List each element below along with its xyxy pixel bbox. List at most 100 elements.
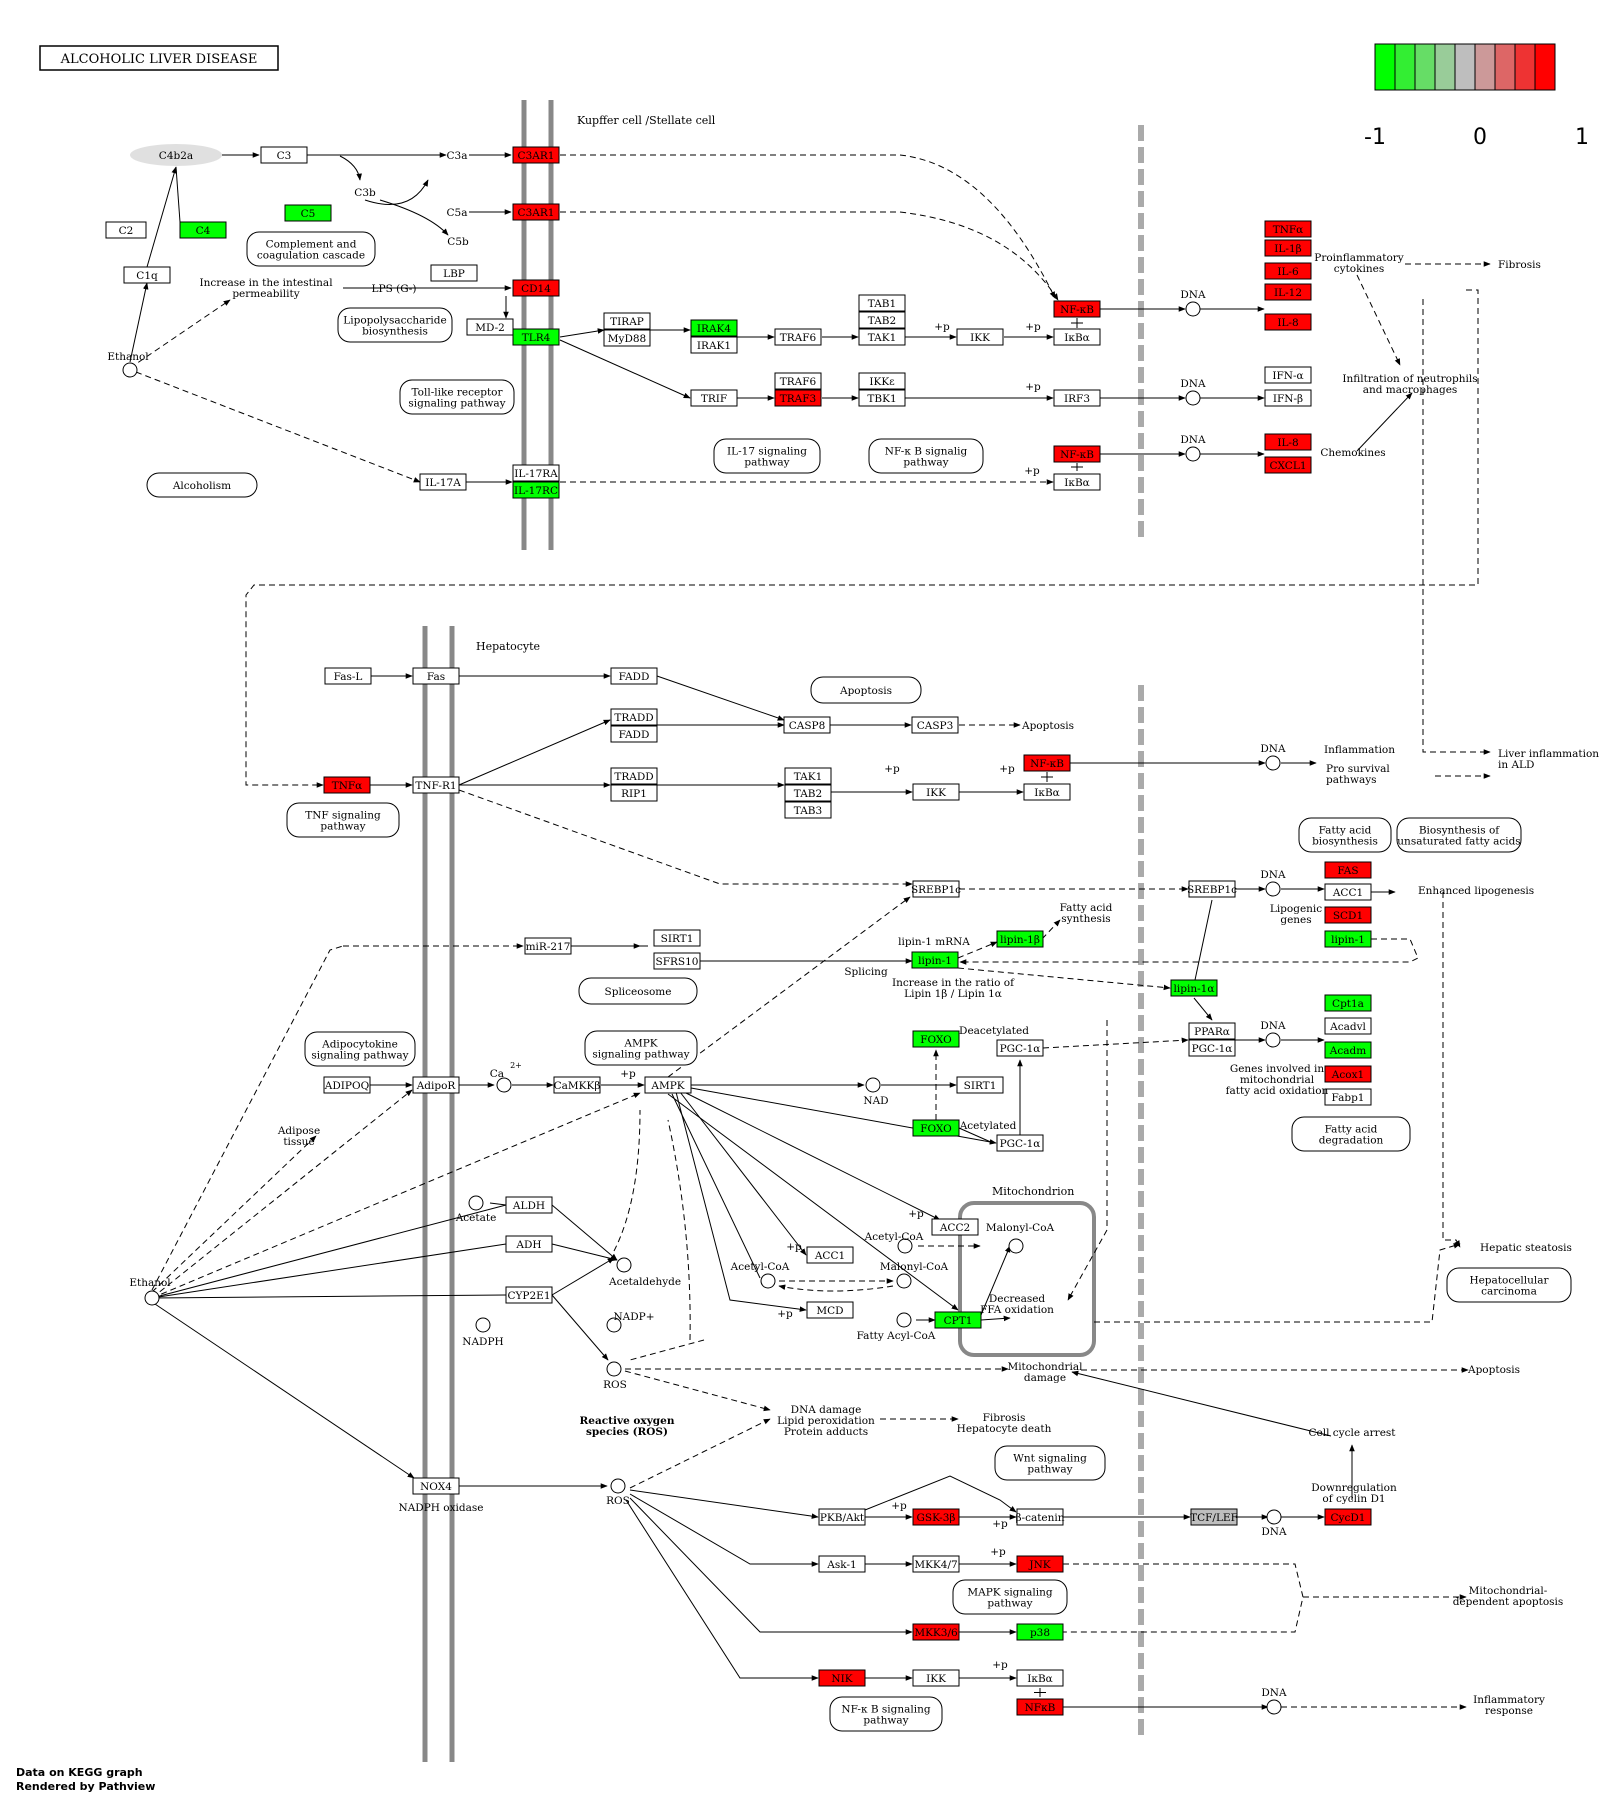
gene-node-mkk47[interactable]: MKK4/7 bbox=[912, 1555, 960, 1573]
gene-node-ampk[interactable]: AMPK bbox=[644, 1076, 692, 1094]
compound-malonylcoa1[interactable]: Malonyl-CoA bbox=[986, 1222, 1055, 1254]
compound-dna5[interactable]: DNA bbox=[1260, 869, 1286, 897]
gene-node-tradd2[interactable]: TRADD bbox=[610, 767, 658, 785]
gene-node-rip1[interactable]: RIP1 bbox=[610, 784, 658, 802]
compound-dna1[interactable]: DNA bbox=[1180, 289, 1206, 317]
gene-node-casp8[interactable]: CASP8 bbox=[783, 716, 831, 734]
gene-node-irak4[interactable]: IRAK4 bbox=[690, 319, 738, 337]
gene-node-il17rc[interactable]: IL-17RC bbox=[512, 481, 560, 499]
gene-node-mkk36[interactable]: MKK3/6 bbox=[912, 1623, 960, 1641]
gene-node-ikba1[interactable]: IκBα bbox=[1053, 328, 1101, 346]
gene-node-pkb[interactable]: PKB/Akt bbox=[818, 1508, 866, 1526]
gene-node-mcd[interactable]: MCD bbox=[806, 1301, 854, 1319]
gene-node-sfrs10[interactable]: SFRS10 bbox=[653, 952, 701, 970]
gene-node-trif[interactable]: TRIF bbox=[690, 389, 738, 407]
compound-dna7[interactable]: DNA bbox=[1261, 1509, 1287, 1538]
compound-ca[interactable]: Ca bbox=[490, 1068, 512, 1093]
compound-malonylcoa2[interactable]: Malonyl-CoA bbox=[880, 1261, 949, 1289]
gene-node-c5ar1[interactable]: C3AR1 bbox=[512, 203, 560, 221]
gene-node-il6[interactable]: IL-6 bbox=[1264, 262, 1312, 280]
pathway-link-apoptosis[interactable]: Apoptosis bbox=[810, 676, 922, 704]
gene-node-nox4[interactable]: NOX4 bbox=[412, 1477, 460, 1495]
gene-node-foxo1[interactable]: FOXO bbox=[912, 1030, 960, 1048]
gene-node-tak1a[interactable]: TAK1 bbox=[858, 328, 906, 346]
gene-node-il8a[interactable]: IL-8 bbox=[1264, 313, 1312, 331]
compound-acetaldehyde[interactable]: Acetaldehyde bbox=[608, 1257, 681, 1288]
gene-node-ikk3[interactable]: IKK bbox=[912, 1669, 960, 1687]
gene-node-acc2[interactable]: ACC2 bbox=[931, 1218, 979, 1236]
gene-node-il12[interactable]: IL-12 bbox=[1264, 283, 1312, 301]
gene-node-c3ar1[interactable]: C3AR1 bbox=[512, 146, 560, 164]
gene-node-fas[interactable]: Fas bbox=[412, 667, 460, 685]
pathway-link-spliceosome[interactable]: Spliceosome bbox=[578, 977, 698, 1005]
gene-node-fabp1[interactable]: Fabp1 bbox=[1324, 1088, 1372, 1106]
gene-node-ikke[interactable]: IKKε bbox=[858, 372, 906, 390]
gene-node-gsk3b[interactable]: GSK-3β bbox=[912, 1508, 960, 1526]
gene-node-tcf[interactable]: TCF/LEF bbox=[1190, 1508, 1238, 1526]
gene-node-irak1[interactable]: IRAK1 bbox=[690, 336, 738, 354]
compound-dna3[interactable]: DNA bbox=[1180, 434, 1206, 462]
gene-node-c5[interactable]: C5 bbox=[284, 204, 332, 222]
gene-node-adipoq[interactable]: ADIPOQ bbox=[323, 1076, 371, 1094]
gene-node-scd1[interactable]: SCD1 bbox=[1324, 906, 1372, 924]
compound-dna2[interactable]: DNA bbox=[1180, 378, 1206, 406]
gene-node-lbp[interactable]: LBP bbox=[430, 264, 478, 282]
gene-node-adipor[interactable]: AdipoR bbox=[412, 1076, 460, 1094]
compound-ethanol2[interactable]: Ethanol bbox=[129, 1277, 171, 1306]
gene-node-md2[interactable]: MD-2 bbox=[466, 318, 514, 336]
gene-node-nfkb1[interactable]: NF-κB bbox=[1053, 300, 1101, 318]
compound-dna8[interactable]: DNA bbox=[1261, 1687, 1287, 1715]
gene-node-tradd1[interactable]: TRADD bbox=[610, 708, 658, 726]
gene-node-acc1a[interactable]: ACC1 bbox=[1324, 883, 1372, 901]
gene-node-nfkb3[interactable]: NF-κB bbox=[1023, 754, 1071, 772]
compound-fattyacylcoa[interactable]: Fatty Acyl-CoA bbox=[857, 1312, 936, 1342]
gene-node-traf6b[interactable]: TRAF6 bbox=[774, 372, 822, 390]
gene-node-pgc1[interactable]: PGC-1α bbox=[996, 1039, 1044, 1057]
gene-node-srebp1[interactable]: SREBP1c bbox=[911, 880, 961, 898]
gene-node-tnfa1[interactable]: TNFα bbox=[1264, 220, 1312, 238]
gene-node-sirt1a[interactable]: SIRT1 bbox=[653, 929, 701, 947]
gene-node-tab1a[interactable]: TAB1 bbox=[858, 294, 906, 312]
gene-node-tak1b[interactable]: TAK1 bbox=[784, 767, 832, 785]
gene-node-sirt1b[interactable]: SIRT1 bbox=[956, 1076, 1004, 1094]
gene-node-c3[interactable]: C3 bbox=[260, 146, 308, 164]
gene-node-fadd1[interactable]: FADD bbox=[610, 667, 658, 685]
gene-node-mir217[interactable]: miR-217 bbox=[524, 937, 572, 955]
gene-node-cxcl1[interactable]: CXCL1 bbox=[1264, 456, 1312, 474]
gene-node-aldh[interactable]: ALDH bbox=[505, 1196, 553, 1214]
gene-node-ccnd1[interactable]: CycD1 bbox=[1324, 1508, 1372, 1526]
compound-acetate[interactable]: Acetate bbox=[455, 1195, 497, 1224]
gene-node-ikk1[interactable]: IKK bbox=[956, 328, 1004, 346]
gene-node-ifnb[interactable]: IFN-β bbox=[1264, 389, 1312, 407]
gene-node-tab3[interactable]: TAB3 bbox=[784, 801, 832, 819]
gene-node-nfkb2[interactable]: NF-κB bbox=[1053, 445, 1101, 463]
gene-node-ikba3[interactable]: IκBα bbox=[1023, 783, 1071, 801]
gene-node-fas_gene[interactable]: FAS bbox=[1324, 861, 1372, 879]
gene-node-ikba4[interactable]: IκBα bbox=[1016, 1669, 1064, 1687]
gene-node-ikba2[interactable]: IκBα bbox=[1053, 473, 1101, 491]
gene-node-tnfr1[interactable]: TNF-R1 bbox=[412, 776, 460, 794]
gene-node-cpt1a[interactable]: Cpt1a bbox=[1324, 994, 1372, 1012]
gene-node-casp3[interactable]: CASP3 bbox=[911, 716, 959, 734]
gene-node-il17a[interactable]: IL-17A bbox=[419, 473, 467, 491]
gene-node-irf3[interactable]: IRF3 bbox=[1053, 389, 1101, 407]
gene-node-nfkb4[interactable]: NFκB bbox=[1016, 1698, 1064, 1716]
gene-node-tnfa2[interactable]: TNFα bbox=[323, 776, 371, 794]
gene-node-acadm[interactable]: Acadm bbox=[1324, 1041, 1372, 1059]
gene-node-ppara[interactable]: PPARα bbox=[1188, 1022, 1236, 1040]
gene-node-adh[interactable]: ADH bbox=[505, 1235, 553, 1253]
gene-node-myd88[interactable]: MyD88 bbox=[603, 329, 651, 347]
gene-node-traf3[interactable]: TRAF3 bbox=[774, 389, 822, 407]
gene-node-acadvl[interactable]: Acadvl bbox=[1324, 1017, 1372, 1035]
compound-ros1[interactable]: ROS bbox=[603, 1361, 627, 1391]
